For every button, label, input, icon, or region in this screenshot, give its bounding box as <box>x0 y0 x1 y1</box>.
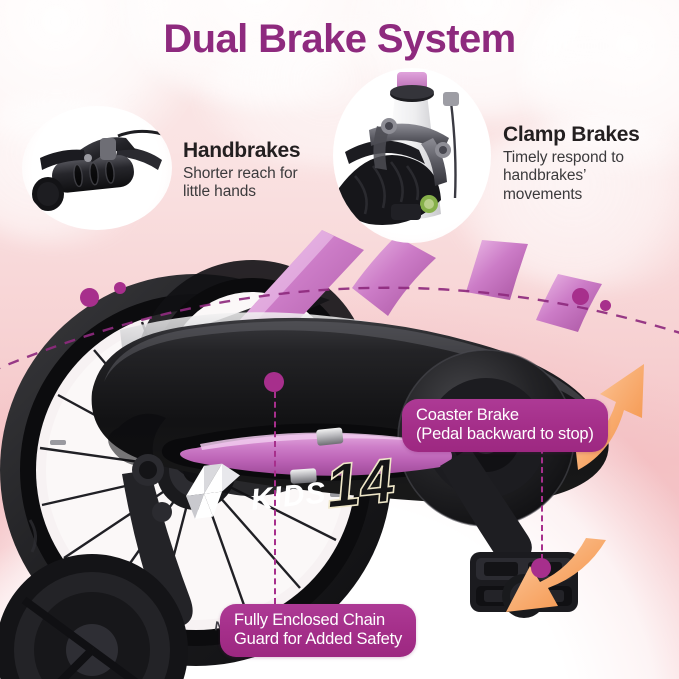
arc-dot-small-left <box>114 282 126 294</box>
arc-dot-large-right <box>572 288 589 305</box>
rotation-arrow-lower <box>506 538 606 612</box>
frame-rear-stays <box>466 240 602 332</box>
frame-chain-stay <box>180 432 452 476</box>
tube-clamps <box>290 427 344 484</box>
clamp-brakes-subtext: Timely respond to handbrakes’ movements <box>503 149 624 203</box>
clamp-brakes-label-block: Clamp Brakes Timely respond to handbrake… <box>503 123 679 204</box>
coaster-brake-marker-dot <box>531 558 551 578</box>
page-title: Dual Brake System <box>163 17 516 61</box>
handbrakes-label-block: Handbrakes Shorter reach for little hand… <box>183 139 353 202</box>
decal-brand-text: KIDS <box>249 476 328 517</box>
decal-size-text: 14 <box>322 446 398 522</box>
arc-dot-small-right <box>600 300 611 311</box>
frame-seat-tube <box>352 236 436 316</box>
coaster-brake-leader-line <box>541 438 543 560</box>
chain-guard-callout: Fully Enclosed Chain Guard for Added Saf… <box>220 604 417 658</box>
kickstand <box>122 454 193 628</box>
dashed-arc <box>0 286 679 370</box>
chain-guard-leader-line <box>274 392 276 604</box>
handbrakes-heading: Handbrakes <box>183 139 301 162</box>
handbrakes-subtext: Shorter reach for little hands <box>183 165 298 201</box>
coaster-brake-callout: Coaster Brake (Pedal backward to stop) <box>402 399 608 453</box>
clamp-brakes-heading: Clamp Brakes <box>503 123 640 146</box>
chain-guard-marker-dot <box>264 372 284 392</box>
handbrake-photo <box>22 106 172 230</box>
arc-dot-large-left <box>80 288 99 307</box>
clamp-brake-photo <box>333 68 491 243</box>
training-wheel <box>0 554 188 679</box>
